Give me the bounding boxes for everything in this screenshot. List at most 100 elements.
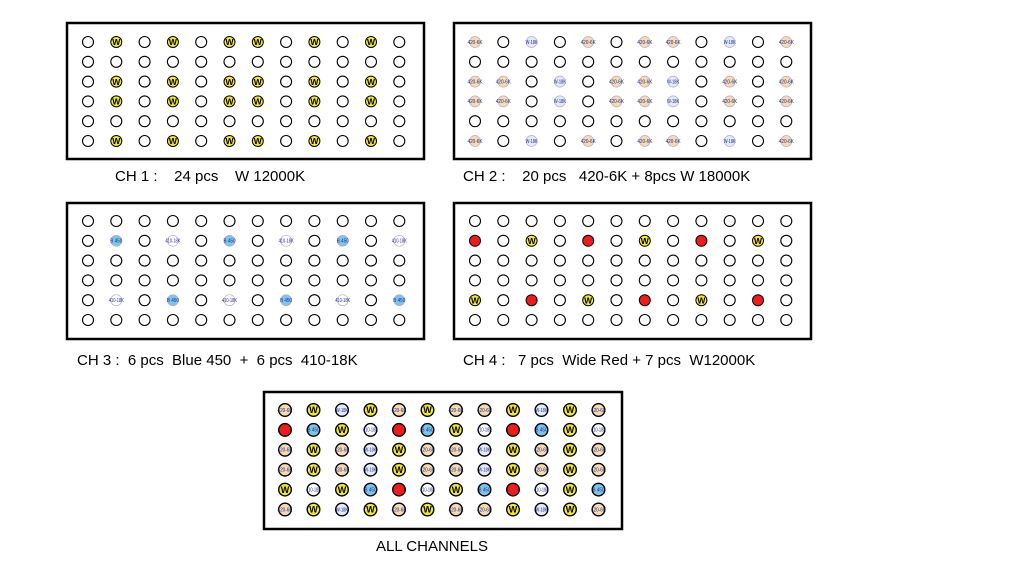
led-white-w-label: W: [169, 77, 178, 87]
led-empty: [195, 55, 208, 68]
led-white-w: [308, 135, 321, 147]
led-empty: [110, 115, 123, 128]
led-empty: [138, 234, 151, 247]
panel-ch2: 420-6K W-18K 420-6K 420-6K 420-6K W-18K 420-6K…: [452, 21, 813, 185]
led-blue-450: [363, 482, 378, 497]
led-white-w-label: W: [395, 445, 404, 455]
led-empty: [81, 234, 95, 247]
led-empty: [751, 115, 765, 128]
led-white-w: [525, 234, 538, 247]
led-blue-450: [477, 482, 492, 497]
led-white-w: [392, 462, 407, 477]
led-white-w: [166, 75, 179, 88]
led-empty: [336, 75, 349, 88]
led-empty: [638, 274, 651, 287]
led-empty: [336, 55, 349, 68]
led-white-w-label: W: [367, 37, 376, 47]
led-420-6k: [534, 462, 549, 477]
led-blue-450-label: B 450: [224, 239, 236, 245]
led-blue-450-label: B 450: [308, 428, 320, 434]
led-blue-450-label: B 450: [365, 487, 377, 493]
led-white-w-label: W: [169, 97, 178, 107]
led-empty: [695, 274, 708, 287]
led-white-w-label: W: [254, 136, 263, 146]
led-420-6k: [591, 502, 606, 517]
led-empty: [336, 115, 349, 128]
led-empty: [336, 95, 349, 108]
panel-caption: ALL CHANNELS: [376, 538, 488, 555]
led-white-w: [365, 36, 377, 48]
led-empty: [667, 294, 680, 307]
led-white-w: [251, 135, 264, 147]
led-420-6k-label: 420-6K: [609, 79, 624, 85]
led-white-w-label: W: [366, 505, 375, 515]
led-white-w-label: W: [566, 425, 575, 435]
led-empty: [81, 55, 95, 68]
led-blue-450: [393, 294, 406, 307]
led-empty: [251, 254, 264, 267]
led-empty: [468, 254, 482, 267]
led-w-18k-label: W-18K: [536, 507, 548, 513]
led-420-6k: [638, 135, 651, 147]
led-white-w-label: W: [112, 77, 121, 87]
led-empty: [364, 55, 378, 68]
led-white-w: [251, 36, 264, 48]
led-w-18k-label: W-18K: [724, 139, 736, 145]
led-empty: [251, 55, 264, 68]
led-empty: [138, 35, 151, 49]
led-420-6k: [469, 36, 481, 48]
led-empty: [138, 55, 151, 68]
led-empty: [81, 294, 95, 307]
panel-caption: CH 4 : 7 pcs Wide Red + 7 pcs W12000K: [463, 352, 755, 369]
led-w-18k-label: W-18K: [667, 99, 679, 105]
led-empty: [582, 254, 595, 267]
led-white-w: [506, 442, 521, 457]
led-empty: [638, 115, 651, 128]
led-empty: [110, 254, 123, 267]
led-empty: [553, 35, 566, 49]
led-empty: [138, 75, 151, 88]
led-red: [506, 422, 521, 437]
led-empty: [393, 95, 406, 108]
led-w-18k: [335, 403, 350, 418]
led-white-w-label: W: [367, 97, 376, 107]
led-white-w-label: W: [254, 97, 263, 107]
led-420-6k-label: 420-6K: [420, 468, 435, 474]
led-w-18k: [363, 462, 378, 477]
led-empty: [780, 115, 793, 128]
led-420-6k-label: 420-6K: [779, 139, 794, 145]
led-empty: [667, 234, 680, 247]
led-white-w: [563, 422, 578, 437]
led-empty: [695, 254, 708, 267]
led-empty: [364, 234, 378, 247]
led-empty: [308, 55, 321, 68]
led-empty: [166, 254, 179, 267]
led-red: [392, 482, 407, 497]
led-empty: [638, 313, 651, 327]
led-420-6k-label: 420-6K: [335, 448, 350, 454]
led-420-6k: [392, 502, 407, 517]
led-empty: [251, 294, 264, 307]
led-420-6k: [477, 502, 492, 517]
led-empty: [751, 95, 765, 108]
led-empty: [610, 313, 623, 327]
led-w-18k-label: W-18K: [724, 40, 736, 46]
led-empty: [468, 214, 482, 228]
led-empty: [81, 75, 95, 88]
led-white-w: [308, 75, 321, 88]
led-white-w-label: W: [309, 505, 318, 515]
led-420-6k-label: 420-6K: [496, 79, 511, 85]
led-420-6k-label: 420-6K: [666, 139, 681, 145]
led-white-w-label: W: [566, 445, 575, 455]
led-white-w-label: W: [566, 485, 575, 495]
led-410-18k: [393, 234, 406, 247]
led-420-6k-label: 420-6K: [496, 99, 511, 105]
led-white-w-label: W: [225, 37, 234, 47]
led-white-w: [563, 462, 578, 477]
led-white-w: [449, 422, 464, 437]
led-white-w-label: W: [452, 425, 461, 435]
led-w-18k: [723, 36, 736, 48]
led-white-w-label: W: [169, 37, 178, 47]
